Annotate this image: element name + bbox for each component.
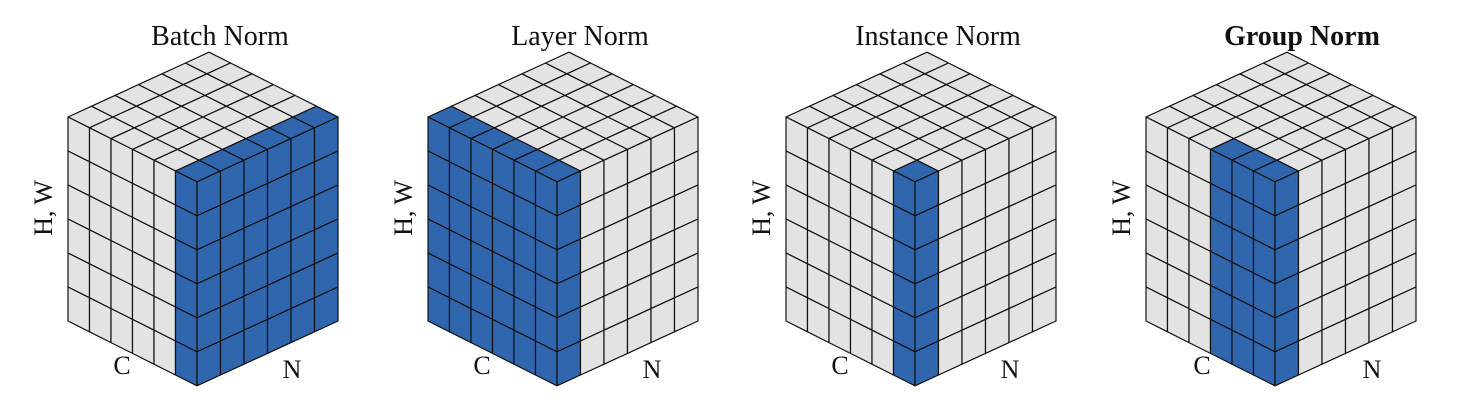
- panel-title: Group Norm: [1224, 21, 1380, 52]
- c-axis-label: C: [831, 351, 848, 380]
- y-axis-label: H, W: [747, 180, 776, 236]
- panel-batch-norm: Batch Norm H, W C N: [29, 21, 339, 387]
- panel-instance-norm: Instance Norm H, W C N: [747, 21, 1057, 387]
- panel-title: Instance Norm: [855, 21, 1021, 52]
- n-axis-label: N: [1363, 355, 1382, 384]
- n-axis-label: N: [1001, 355, 1020, 384]
- n-axis-label: N: [643, 355, 662, 384]
- n-axis-label: N: [283, 355, 302, 384]
- panel-title: Batch Norm: [151, 21, 289, 52]
- cube: [67, 51, 339, 387]
- cube: [1145, 51, 1417, 387]
- c-axis-label: C: [113, 351, 130, 380]
- c-axis-label: C: [1193, 351, 1210, 380]
- front-cell: [673, 286, 699, 333]
- front-cell: [1391, 286, 1417, 333]
- front-cell: [1031, 286, 1057, 333]
- y-axis-label: H, W: [29, 180, 58, 236]
- panel-group-norm: Group Norm H, W C N: [1107, 21, 1417, 387]
- y-axis-label: H, W: [1107, 180, 1136, 236]
- c-axis-label: C: [473, 351, 490, 380]
- front-cell: [313, 286, 339, 333]
- cube: [427, 51, 699, 387]
- panel-layer-norm: Layer Norm H, W C N: [389, 21, 699, 387]
- y-axis-label: H, W: [389, 180, 418, 236]
- cube: [785, 51, 1057, 387]
- panel-title: Layer Norm: [511, 21, 649, 52]
